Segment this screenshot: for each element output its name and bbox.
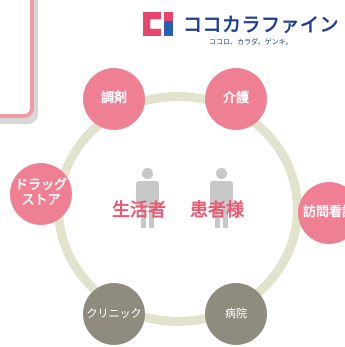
logo-name: ココカラファイン — [183, 14, 340, 36]
node-clinic: クリニック — [83, 283, 145, 345]
side-panel-edge — [0, 0, 34, 118]
node-drugstore: ドラッグ ストア — [10, 163, 72, 225]
person-icon — [210, 168, 233, 228]
node-hospital: 病院 — [205, 283, 267, 345]
center-label-consumers: 生活者 — [112, 200, 166, 221]
person-icon — [136, 168, 159, 228]
node-nursing-care: 介護 — [205, 68, 267, 130]
care-ring — [54, 92, 302, 326]
logo-mark-icon — [143, 10, 173, 38]
center-label-patients: 患者様 — [190, 200, 244, 221]
node-home-nursing: 訪問看護 — [298, 182, 345, 244]
logo: ココカラファイン ココロ、カラダ、ゲンキ。 — [143, 10, 343, 50]
node-dispensing: 調剤 — [83, 68, 145, 130]
logo-tagline: ココロ、カラダ、ゲンキ。 — [209, 38, 293, 46]
